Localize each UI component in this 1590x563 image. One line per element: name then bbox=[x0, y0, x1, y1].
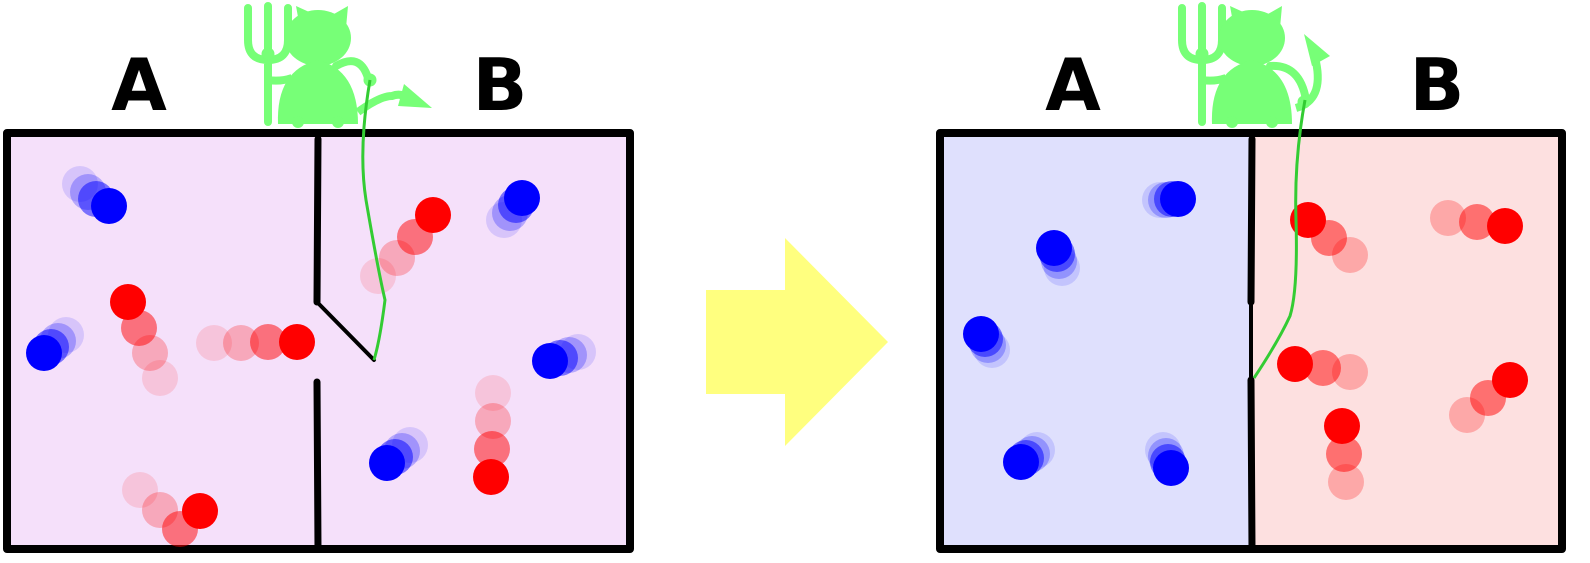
partition-lower bbox=[313, 378, 322, 553]
red-particle bbox=[473, 459, 509, 495]
red-particle bbox=[1492, 362, 1528, 398]
red-particle-trail bbox=[1277, 346, 1368, 390]
blue-particle-trail bbox=[532, 334, 596, 379]
blue-particle bbox=[1153, 450, 1189, 486]
blue-particle bbox=[963, 316, 999, 352]
particle-ghost bbox=[474, 431, 510, 467]
blue-particle-trail bbox=[1003, 432, 1055, 480]
red-particle bbox=[1487, 208, 1523, 244]
thread-line bbox=[1252, 99, 1307, 379]
label-a-before: A bbox=[111, 43, 167, 127]
partition-lower bbox=[1247, 376, 1256, 553]
particle-ghost bbox=[142, 360, 178, 396]
red-particle-trail bbox=[1290, 202, 1368, 273]
red-particle-trail bbox=[110, 284, 178, 396]
trapdoor-open bbox=[315, 300, 376, 362]
thread-line bbox=[361, 79, 387, 361]
demon-icon bbox=[244, 2, 432, 361]
blue-particle-trail bbox=[1036, 230, 1080, 286]
particle-ghost bbox=[475, 403, 511, 439]
chamber-b-hot bbox=[1251, 133, 1562, 549]
red-particle bbox=[110, 284, 146, 320]
red-particle-trail bbox=[1430, 200, 1523, 244]
particle-ghost bbox=[223, 325, 259, 361]
red-particle-trail bbox=[473, 375, 511, 495]
transition-arrow-icon bbox=[706, 238, 888, 446]
red-particle bbox=[279, 324, 315, 360]
red-particle bbox=[415, 197, 451, 233]
red-particle bbox=[182, 493, 218, 529]
blue-particle bbox=[1160, 181, 1196, 217]
red-particle-trail bbox=[1324, 408, 1364, 500]
particle-ghost bbox=[250, 324, 286, 360]
particles-before bbox=[26, 166, 596, 547]
blue-particle-trail bbox=[62, 166, 127, 224]
red-particle bbox=[1290, 202, 1326, 238]
label-b-before: B bbox=[473, 43, 528, 127]
blue-particle bbox=[91, 188, 127, 224]
panel-before: A B bbox=[3, 2, 634, 553]
particle-ghost bbox=[360, 258, 396, 294]
blue-particle-trail bbox=[369, 427, 428, 481]
particle-ghost bbox=[475, 375, 511, 411]
blue-particle-trail bbox=[26, 317, 84, 371]
blue-particle-trail bbox=[1142, 181, 1196, 218]
particle-ghost bbox=[196, 325, 232, 361]
blue-particle-trail bbox=[486, 180, 540, 238]
particle-ghost bbox=[1326, 436, 1362, 472]
particle-ghost bbox=[1332, 354, 1368, 390]
blue-particle bbox=[369, 445, 405, 481]
red-particle-trail bbox=[196, 324, 315, 361]
red-particle-trail bbox=[360, 197, 451, 294]
particle-ghost bbox=[122, 472, 158, 508]
demon-icon bbox=[1178, 2, 1330, 379]
blue-particle bbox=[504, 180, 540, 216]
blue-particle-trail bbox=[1145, 432, 1189, 486]
blue-particle bbox=[1036, 230, 1072, 266]
particle-ghost bbox=[1328, 464, 1364, 500]
panel-after: A B bbox=[936, 2, 1566, 553]
red-particle bbox=[1324, 408, 1360, 444]
blue-particle bbox=[26, 335, 62, 371]
particle-ghost bbox=[1459, 204, 1495, 240]
partition-upper bbox=[1247, 135, 1256, 306]
label-a-after: A bbox=[1045, 43, 1101, 127]
blue-particle bbox=[1003, 444, 1039, 480]
particles-after bbox=[963, 181, 1528, 500]
particle-ghost bbox=[1430, 200, 1466, 236]
partition-upper bbox=[313, 135, 322, 306]
red-particle bbox=[1277, 346, 1313, 382]
particle-ghost bbox=[1305, 350, 1341, 386]
blue-particle bbox=[532, 343, 568, 379]
red-particle-trail bbox=[1449, 362, 1528, 433]
red-particle-trail bbox=[122, 472, 218, 547]
blue-particle-trail bbox=[963, 316, 1010, 368]
label-b-after: B bbox=[1410, 43, 1465, 127]
